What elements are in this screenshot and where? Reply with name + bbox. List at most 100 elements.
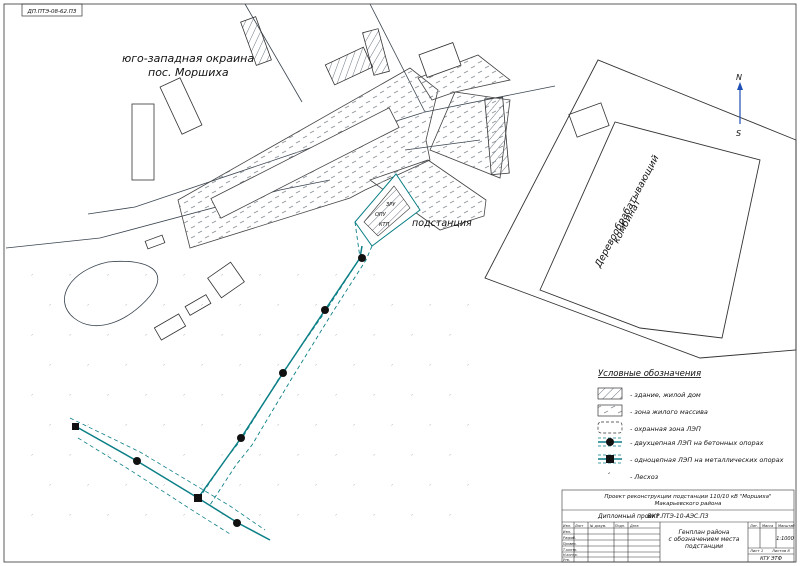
forest-mark: ´	[448, 334, 452, 342]
svg-text:- одноцепная ЛЭП на металличес: - одноцепная ЛЭП на металлических опорах	[630, 456, 784, 464]
forest-mark: ´	[68, 394, 72, 402]
forest-mark: ´	[124, 304, 128, 312]
forest-mark: ´	[86, 484, 90, 492]
forest-mark: ´	[372, 394, 376, 402]
svg-text:Масса: Масса	[762, 524, 773, 528]
forest-mark: ´	[314, 424, 318, 432]
svg-text:Лист: Лист	[574, 524, 583, 528]
legend: Условные обозначения - здание, жилой дом…	[597, 369, 784, 481]
svg-text:Подп.: Подп.	[615, 524, 625, 528]
pole-concrete	[321, 306, 329, 314]
forest-mark: ´	[352, 364, 356, 372]
forest-mark: ´	[334, 394, 338, 402]
forest-mark: ´	[106, 514, 110, 522]
title-block-text: Проект реконструкции подстанции 110/10 к…	[563, 494, 795, 562]
svg-text:пос. Моршиха: пос. Моршиха	[148, 66, 229, 79]
forest-mark: ´	[144, 514, 148, 522]
forest-mark: ´	[372, 274, 376, 282]
forest-mark: ´	[334, 274, 338, 282]
svg-text:S: S	[736, 129, 741, 138]
forest-mark: ´	[106, 454, 110, 462]
svg-text:Листов 8: Листов 8	[771, 548, 790, 553]
forest-mark: ´	[390, 364, 394, 372]
forest-mark: ´	[334, 454, 338, 462]
forest-mark: ´	[144, 454, 148, 462]
svg-text:Масштаб: Масштаб	[778, 524, 795, 528]
svg-text:ВКР.ПТЭ-10-АЭС.ПЗ: ВКР.ПТЭ-10-АЭС.ПЗ	[648, 513, 709, 520]
forest-mark: ´	[86, 424, 90, 432]
forest-mark: ´	[48, 304, 52, 312]
pole-metal	[72, 423, 79, 430]
svg-text:Изм.: Изм.	[563, 530, 571, 534]
forest-mark: ´	[410, 454, 414, 462]
svg-text:Проект реконструкции подстанци: Проект реконструкции подстанции 110/10 к…	[604, 494, 771, 500]
forest-mark: ´	[162, 304, 166, 312]
forest-mark: ´	[68, 334, 72, 342]
forest-mark: ´	[106, 274, 110, 282]
forest-mark: ´	[296, 274, 300, 282]
svg-text:N: N	[736, 73, 742, 82]
svg-text:КТП: КТП	[379, 222, 390, 228]
substation-label: подстанция	[412, 218, 472, 229]
svg-text:ДП.ПТЭ-08-62.ПЗ: ДП.ПТЭ-08-62.ПЗ	[27, 9, 77, 15]
svg-text:КГУ ЭТФ: КГУ ЭТФ	[760, 556, 783, 562]
forest-mark: ´	[238, 364, 242, 372]
forest-mark: ´	[48, 364, 52, 372]
forest-mark: ´	[258, 514, 262, 522]
forest-mark: ´	[220, 454, 224, 462]
svg-text:Н.контр.: Н.контр.	[563, 553, 578, 557]
forest-mark: ´	[258, 274, 262, 282]
forest-mark: ´	[258, 394, 262, 402]
forest-mark: ´	[220, 274, 224, 282]
forest-mark: ´	[182, 394, 186, 402]
forest-mark: ´	[238, 304, 242, 312]
north-arrow: N S	[736, 73, 743, 138]
forest-mark: ´	[162, 484, 166, 492]
forest-mark: ´	[448, 514, 452, 522]
forest-mark: ´	[314, 484, 318, 492]
svg-text:Макарьевского района: Макарьевского района	[655, 501, 722, 507]
forest-mark: ´	[200, 484, 204, 492]
svg-text:Провер.: Провер.	[563, 542, 577, 546]
forest-mark: ´	[410, 514, 414, 522]
forest-mark: ´	[144, 274, 148, 282]
forest-mark: ´	[200, 424, 204, 432]
forest-mark: ´	[314, 304, 318, 312]
svg-text:Разраб.: Разраб.	[563, 536, 576, 540]
svg-text:1:1000: 1:1000	[776, 536, 794, 542]
svg-text:Генплан района: Генплан района	[679, 529, 730, 536]
pole-concrete	[233, 519, 241, 527]
svg-text:Лист 1: Лист 1	[749, 548, 763, 553]
forest-mark: ´	[314, 364, 318, 372]
forest-mark: ´	[30, 334, 34, 342]
svg-text:- двухцепная ЛЭП на бетонных о: - двухцепная ЛЭП на бетонных опорах	[630, 439, 764, 447]
svg-text:´: ´	[606, 471, 611, 481]
forest-mark: ´	[30, 514, 34, 522]
forest-mark: ´	[410, 394, 414, 402]
forest-mark: ´	[296, 334, 300, 342]
forest-mark: ´	[30, 454, 34, 462]
forest-mark: ´	[428, 424, 432, 432]
forest-mark: ´	[390, 484, 394, 492]
forest-mark: ´	[86, 364, 90, 372]
forest-mark: ´	[428, 484, 432, 492]
forest-mark: ´	[30, 394, 34, 402]
svg-text:с обозначением места: с обозначением места	[669, 536, 740, 543]
forest-mark: ´	[334, 514, 338, 522]
wood-processing-plant: Деревообрабатывающий комбинат	[484, 59, 797, 359]
svg-text:юго-западная окраина: юго-западная окраина	[122, 52, 254, 65]
pole-concrete	[237, 434, 245, 442]
svg-text:Изм.: Изм.	[563, 524, 571, 528]
forest-mark: ´	[372, 514, 376, 522]
forest-mark: ´	[466, 484, 470, 492]
svg-text:Дата: Дата	[629, 524, 639, 528]
forest-mark: ´	[352, 424, 356, 432]
forest-mark: ´	[220, 334, 224, 342]
buildings	[131, 16, 510, 341]
suburb-label: юго-западная окраина пос. Моршиха	[122, 52, 254, 79]
forest-mark: ´	[200, 304, 204, 312]
title-block	[561, 489, 795, 563]
forest-mark: ´	[428, 364, 432, 372]
forest-mark: ´	[220, 514, 224, 522]
forest-mark: ´	[238, 484, 242, 492]
